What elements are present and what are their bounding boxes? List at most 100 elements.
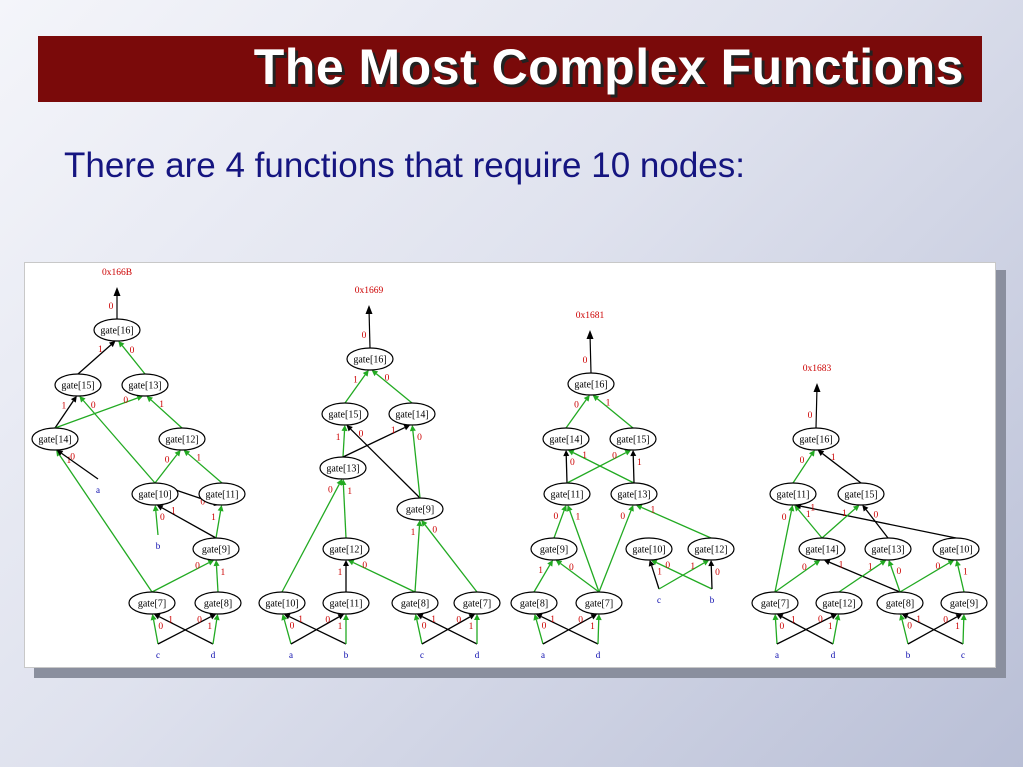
edge-label: 0 xyxy=(165,455,170,465)
gate-node xyxy=(391,591,439,615)
edge-label: 0 xyxy=(818,615,823,625)
edge-arrow-icon xyxy=(217,505,224,512)
gate-node-label: gate[14] xyxy=(549,435,582,446)
edge-label: 1 xyxy=(868,563,873,573)
gate-node xyxy=(751,591,799,615)
edge xyxy=(54,400,74,429)
gate-node-label: gate[13] xyxy=(128,381,161,392)
edge-arrow-icon xyxy=(708,560,715,567)
input-leaf-label: d xyxy=(831,650,836,660)
edge-arrow-icon xyxy=(213,614,220,621)
edge-arrow-icon xyxy=(888,560,894,567)
edge xyxy=(822,453,862,484)
gate-node xyxy=(798,537,846,561)
edge xyxy=(58,454,153,593)
edge-arrow-icon xyxy=(624,450,632,456)
edge xyxy=(77,344,112,375)
edge xyxy=(650,565,660,590)
edge-label: 1 xyxy=(391,426,396,436)
gate-node-label: gate[8] xyxy=(886,599,914,610)
gate-node-label: gate[7] xyxy=(585,599,613,610)
edge-label: 0 xyxy=(130,346,135,356)
edge-label: 0 xyxy=(432,525,437,535)
gate-node-label: gate[12] xyxy=(822,599,855,610)
gate-node xyxy=(54,373,102,397)
root-label: 0x1681 xyxy=(576,311,605,321)
gate-node xyxy=(687,537,735,561)
edge xyxy=(82,400,156,484)
edge-arrow-icon xyxy=(583,395,590,402)
edge-arrow-icon xyxy=(547,560,553,567)
edge-label: 1 xyxy=(469,622,474,632)
edge-arrow-icon xyxy=(474,614,480,620)
edge-label: 1 xyxy=(207,622,212,632)
gate-node xyxy=(543,482,591,506)
edge-arrow-icon xyxy=(563,450,570,457)
edge xyxy=(157,616,212,645)
root-edge xyxy=(589,333,592,374)
edge-label: 1 xyxy=(831,453,836,463)
edge-arrow-icon xyxy=(283,613,291,620)
edge xyxy=(906,615,964,645)
gate-node xyxy=(93,318,141,342)
edge xyxy=(962,619,965,645)
edge-arrow-icon xyxy=(648,560,655,567)
gate-node-label: gate[15] xyxy=(328,410,361,421)
edge-arrow-icon xyxy=(136,395,144,401)
edge-arrow-icon xyxy=(947,560,955,566)
edge-label: 1 xyxy=(810,503,815,513)
edge-arrow-icon xyxy=(346,425,353,432)
edge xyxy=(632,455,635,484)
edge-label: 1 xyxy=(220,568,225,578)
edge-label: 1 xyxy=(690,562,695,572)
edge-arrow-icon xyxy=(336,479,343,486)
gate-node xyxy=(864,537,912,561)
edge xyxy=(288,615,347,645)
edge xyxy=(569,510,600,593)
edge-label: 1 xyxy=(196,454,201,464)
edge-label: 1 xyxy=(538,566,543,576)
edge-label: 0 xyxy=(422,622,427,632)
gate-node-label: gate[7] xyxy=(761,599,789,610)
edge-arrow-icon xyxy=(901,613,909,620)
edge xyxy=(533,564,551,593)
gate-node-label: gate[11] xyxy=(777,490,810,501)
gate-node xyxy=(396,497,444,521)
edge xyxy=(829,561,901,593)
edge-arrow-icon xyxy=(118,341,125,348)
edge xyxy=(792,454,812,484)
edge xyxy=(553,510,565,539)
edge xyxy=(151,562,210,593)
edge-arrow-icon xyxy=(174,450,181,457)
input-leaf-label: c xyxy=(156,650,160,660)
edge xyxy=(566,452,627,484)
edge-arrow-icon xyxy=(213,560,220,567)
edge-arrow-icon xyxy=(955,560,961,567)
edge-arrow-icon xyxy=(830,613,838,620)
edge-label: 0 xyxy=(362,561,367,571)
edge-arrow-icon xyxy=(794,505,801,512)
edge xyxy=(901,619,909,645)
gate-node-label: gate[9] xyxy=(202,545,230,556)
root-arrow-icon xyxy=(813,383,821,392)
edge xyxy=(281,483,340,593)
gate-node-label: gate[15] xyxy=(844,490,877,501)
edge xyxy=(290,616,340,645)
edge-label: 0 xyxy=(620,512,625,522)
edge-arrow-icon xyxy=(108,341,116,348)
gate-node xyxy=(321,402,369,426)
edge-label: 1 xyxy=(336,433,341,443)
edge-label: 0 xyxy=(91,401,96,411)
edge xyxy=(781,616,834,645)
edge-label: 0 xyxy=(456,616,461,626)
edge-label: 0 xyxy=(570,458,575,468)
edge xyxy=(342,484,347,539)
edge xyxy=(832,619,839,645)
edge xyxy=(890,565,901,593)
gate-node xyxy=(542,427,590,451)
edge xyxy=(658,562,705,590)
edge xyxy=(421,616,478,645)
